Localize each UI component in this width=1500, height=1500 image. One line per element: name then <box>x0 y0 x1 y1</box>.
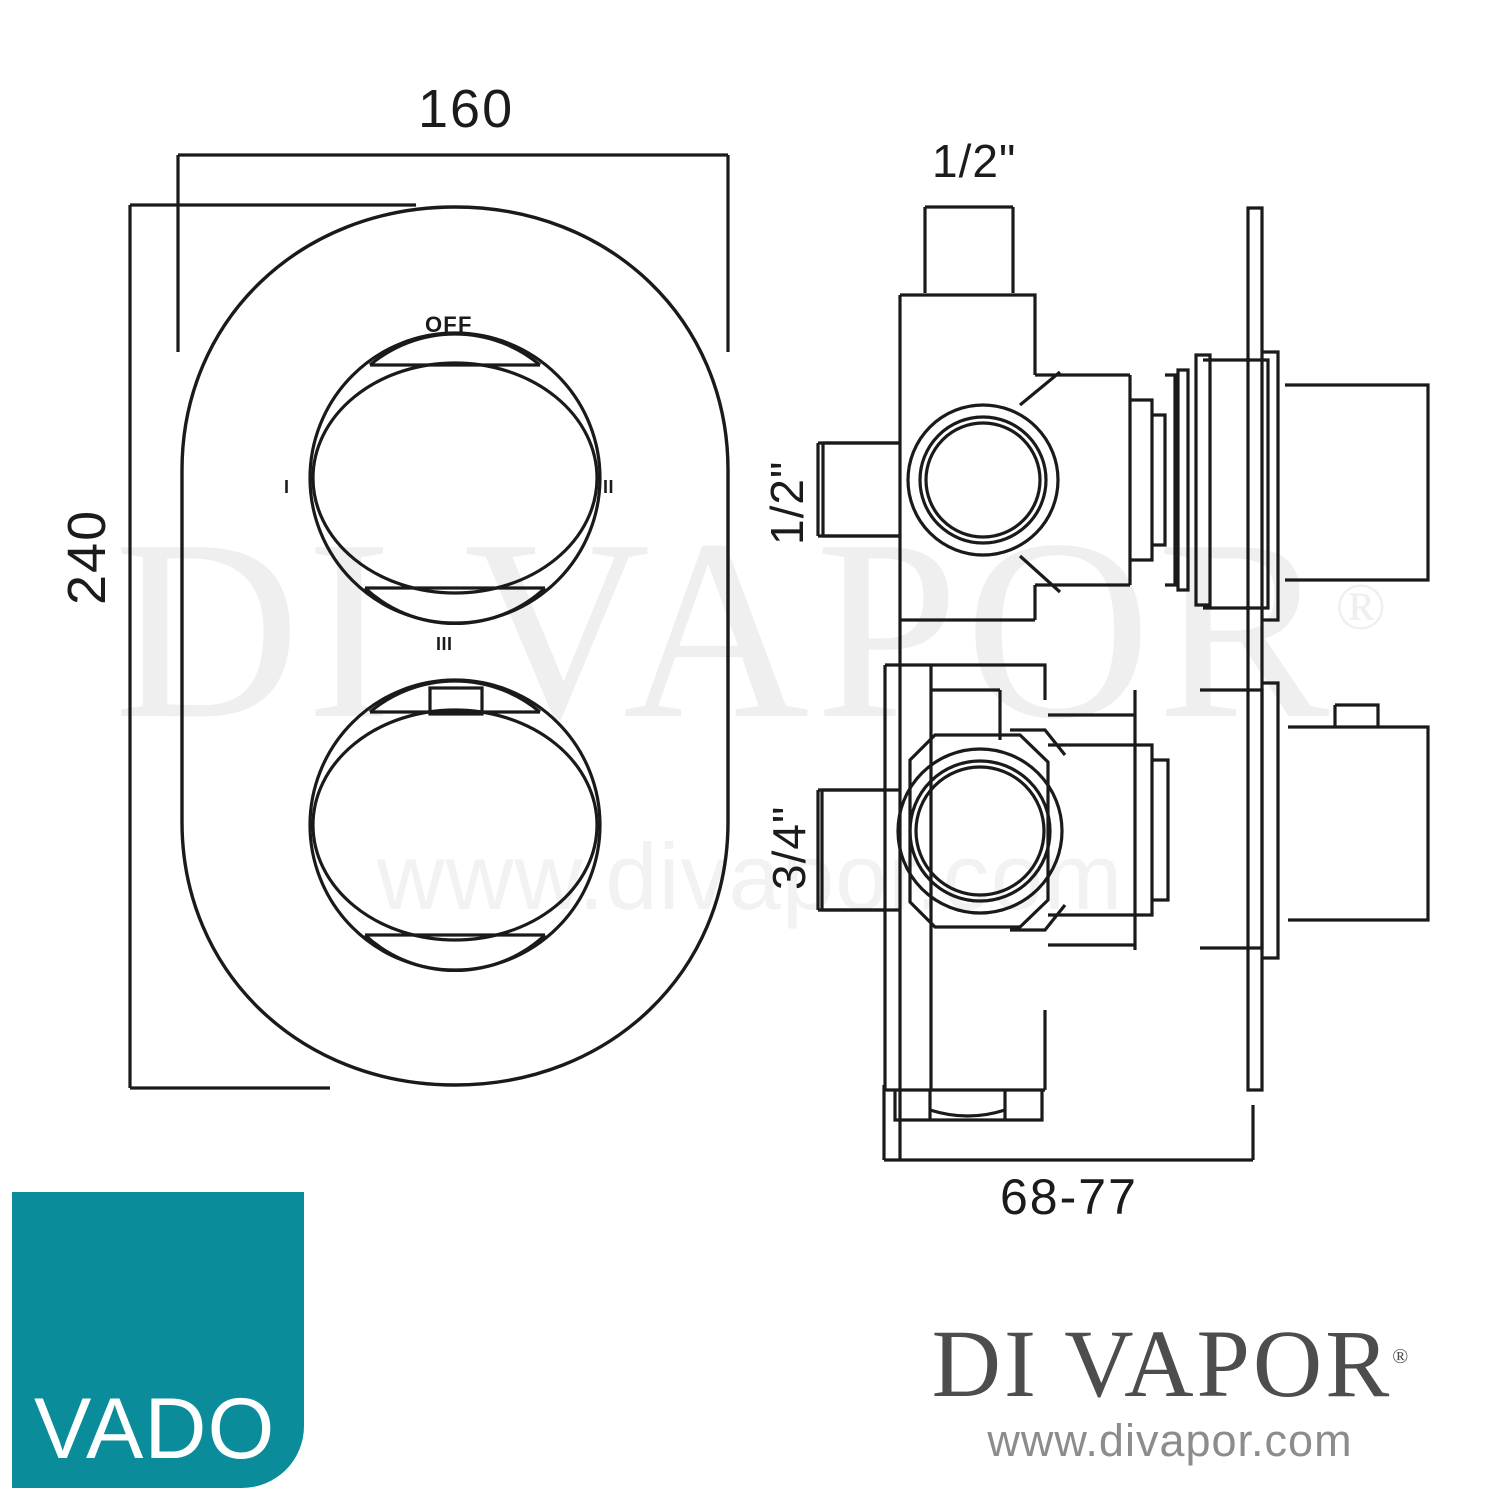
lower-knob-bottom-arc <box>363 933 547 972</box>
lower-knob-index-tab <box>428 686 484 716</box>
side-view-dim-threequarter-left <box>816 788 900 912</box>
upper-escutcheon-and-handle <box>1203 206 1430 1092</box>
lower-body-top-outline <box>885 663 1047 700</box>
temperature-control-knob[interactable] <box>308 331 602 625</box>
lower-handle-body <box>1288 725 1430 922</box>
escutcheon-outer-edge <box>180 205 730 1087</box>
lower-knob-top-arc <box>368 679 542 714</box>
upper-valve-body <box>821 293 1212 1160</box>
side-view-dim-depth <box>882 1085 1255 1162</box>
upper-inlet-outer-ring <box>906 403 1060 557</box>
lower-gland-step <box>1152 758 1170 902</box>
lower-escutcheon-cup <box>1200 688 1264 950</box>
side-view-dim-half-left <box>816 441 900 538</box>
upper-knob-outer-circle[interactable] <box>308 331 602 625</box>
registered-trademark-icon: ® <box>1392 1344 1409 1368</box>
upper-gland-collar <box>1165 373 1177 587</box>
upper-inlet-chamfer-top <box>1018 370 1062 407</box>
upper-gland-hex-nut <box>1130 398 1154 562</box>
lower-knob-dome-ellipse <box>311 708 599 942</box>
upper-inlet-mid-ring <box>918 415 1048 545</box>
front-view-dimension-lines <box>128 153 730 1090</box>
divapor-logo-block: DI VAPOR® www.divapor.com <box>860 1316 1480 1466</box>
lower-valve-body <box>820 663 1135 1122</box>
upper-knob-dome-ellipse <box>311 361 599 595</box>
lower-outlet-hex-nut <box>908 733 1050 929</box>
lower-bottom-stem-outer <box>893 1090 1044 1122</box>
upper-gland-step <box>1152 413 1167 547</box>
wall-plate-fin <box>1246 206 1264 1092</box>
lower-plate-lug <box>1262 681 1280 960</box>
upper-handle-body <box>1285 383 1430 582</box>
lower-outlet-chamfer-top <box>1010 728 1067 756</box>
lower-outlet-chamfer-bottom <box>1010 904 1067 932</box>
side-view-dim-half-top <box>923 205 1015 293</box>
upper-gland-washer <box>1194 353 1212 607</box>
divapor-wordmark: DI VAPOR <box>931 1310 1393 1417</box>
upper-gland-oring <box>1176 368 1190 592</box>
escutcheon-plate-outline <box>180 205 730 1087</box>
flow-diverter-knob[interactable] <box>308 678 602 972</box>
lower-knob-outer-circle[interactable] <box>308 678 602 972</box>
lower-escutcheon-and-handle <box>1133 681 1430 960</box>
lower-outlet-mid-ring <box>908 759 1052 903</box>
upper-knob-bottom-arc <box>363 586 547 625</box>
lower-outlet-inner-ring <box>914 765 1046 897</box>
upper-knob-top-arc <box>368 332 542 367</box>
lower-outlet-outer-ring <box>896 747 1064 915</box>
upper-inlet-inner-ring <box>924 421 1042 539</box>
divapor-wordmark-row: DI VAPOR® <box>860 1316 1480 1412</box>
upper-inlet-chamfer-bottom <box>1018 554 1062 594</box>
divapor-website-url: www.divapor.com <box>987 1415 1353 1466</box>
lower-gland-hex-nut <box>1135 743 1154 917</box>
upper-plate-lug <box>1262 350 1280 622</box>
upper-escutcheon-cup <box>1203 358 1270 610</box>
vado-logo-tile: VADO <box>12 1192 304 1488</box>
lower-handle-index-tab <box>1335 703 1380 727</box>
upper-body-top-outline <box>900 293 1037 375</box>
vado-wordmark: VADO <box>34 1381 276 1477</box>
lower-bottom-stem-curve <box>929 1108 1006 1118</box>
